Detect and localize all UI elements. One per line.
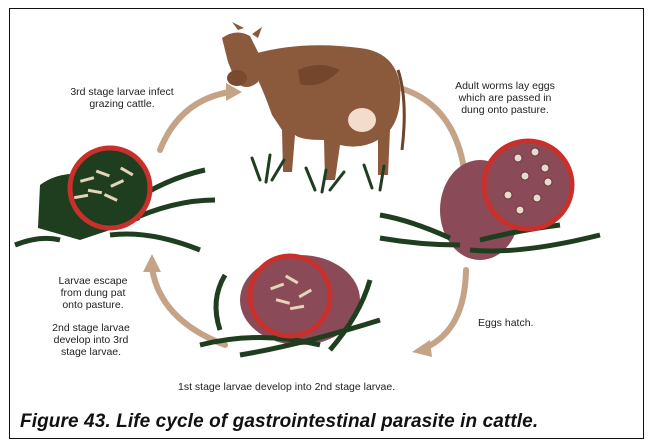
label-eggs-hatch: Eggs hatch.	[478, 317, 533, 329]
label-second-stage-line-2: develop into 3rd	[36, 334, 146, 346]
label-infect-line-1: 3rd stage larvae infect	[52, 86, 192, 98]
figure-caption: Figure 43. Life cycle of gastrointestina…	[20, 411, 538, 433]
left-dung-pat	[15, 148, 215, 250]
label-adult-worms-line-2: which are passed in	[430, 92, 580, 104]
label-adult-worms-line-3: dung onto pasture.	[430, 104, 580, 116]
label-larvae-escape-line-1: Larvae escape	[38, 275, 148, 287]
arrow-head-2	[412, 340, 432, 357]
bottom-dung-pat	[200, 255, 380, 355]
label-infect: 3rd stage larvae infect grazing cattle.	[52, 86, 192, 110]
label-larvae-escape-line-2: from dung pat	[38, 287, 148, 299]
label-second-stage-line-1: 2nd stage larvae	[36, 322, 146, 334]
label-larvae-escape-line-3: onto pasture.	[38, 299, 148, 311]
label-first-stage: 1st stage larvae develop into 2nd stage …	[178, 381, 395, 393]
label-larvae-escape: Larvae escape from dung pat onto pasture…	[38, 275, 148, 311]
label-second-stage-line-3: stage larvae.	[36, 346, 146, 358]
grass-under-cow	[252, 155, 384, 192]
label-second-stage: 2nd stage larvae develop into 3rd stage …	[36, 322, 146, 358]
label-adult-worms: Adult worms lay eggs which are passed in…	[430, 80, 580, 116]
cow-illustration	[222, 22, 404, 180]
arrow-eggs-to-hatch	[425, 270, 466, 348]
label-infect-line-2: grazing cattle.	[52, 98, 192, 110]
arrow-head-3	[143, 254, 161, 272]
right-dung-pat	[380, 141, 600, 260]
label-adult-worms-line-1: Adult worms lay eggs	[430, 80, 580, 92]
